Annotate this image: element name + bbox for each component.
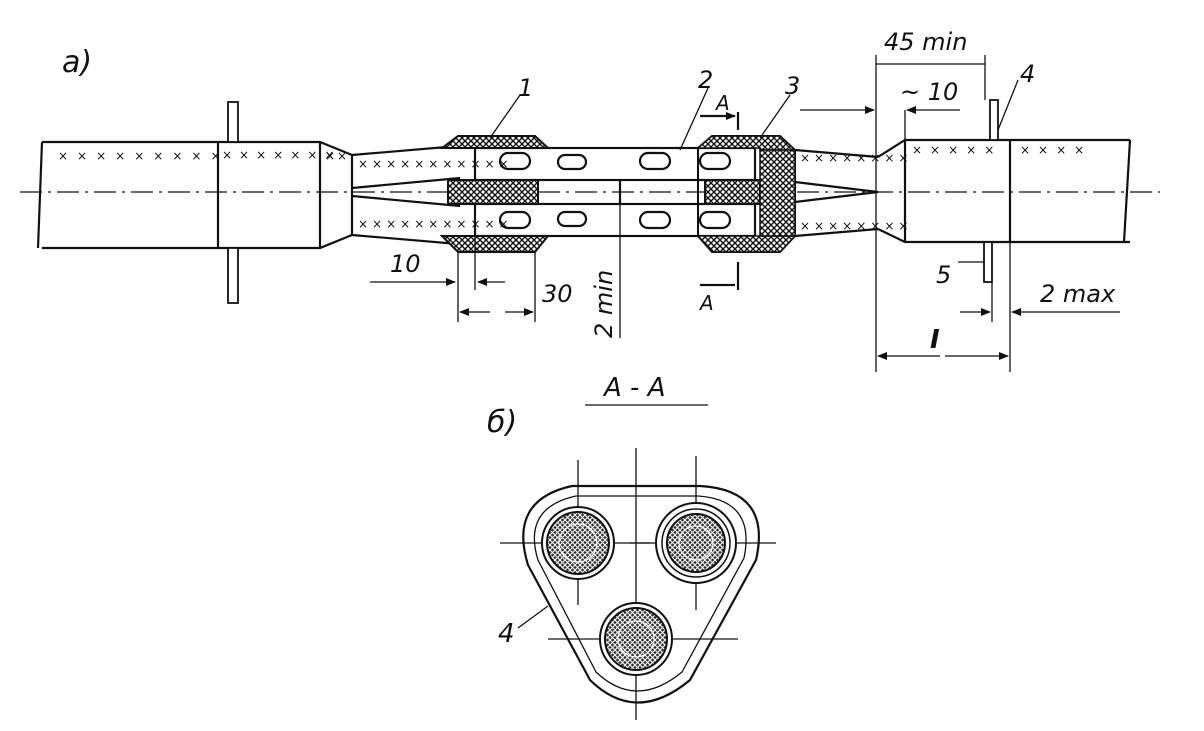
dim-10: 10: [390, 250, 421, 278]
dimension-lines: [370, 55, 1120, 372]
svg-text:××: ××: [325, 149, 349, 163]
section-mark-bottom: A: [698, 291, 714, 315]
dim-30: 30: [542, 280, 573, 308]
callout-4: 4: [1020, 60, 1035, 88]
svg-text:××××××××: ××××××××: [800, 219, 912, 233]
dim-10-approx: ~ 10: [900, 78, 958, 106]
core-3: [599, 602, 673, 676]
callout-leader: [517, 605, 549, 629]
sheath-inner: [533, 495, 747, 692]
dim-2max: 2 max: [1040, 280, 1116, 308]
view-b-callout-4: 4: [498, 619, 515, 649]
view-b: б) А - А: [487, 373, 776, 720]
svg-text:××××: ××××: [1020, 143, 1092, 157]
section-title: А - А: [602, 373, 665, 403]
callout-3: 3: [785, 72, 800, 100]
svg-text:×××××××××××: ×××××××××××: [358, 217, 513, 231]
view-b-label: б): [487, 405, 517, 440]
svg-text:×××××××: ×××××××: [222, 148, 341, 162]
callout-5: 5: [936, 261, 951, 289]
svg-text:×××××××××××: ×××××××××××: [358, 157, 513, 171]
left-cable: ××××××××× ××××××× ××: [36, 140, 354, 250]
sheath-outline: [522, 484, 760, 704]
core-2: [655, 502, 737, 584]
connector-sleeve: [473, 146, 757, 238]
svg-text:×××××: ×××××: [912, 143, 1002, 157]
view-a: ××××××××× ××××××× ×× ××××××××××× ×××××××…: [20, 28, 1160, 372]
dim-I: I: [930, 325, 940, 355]
view-a-label: а): [62, 45, 92, 80]
right-cores: ×××××××× ××××××××: [794, 148, 912, 238]
dim-2min: 2 min: [590, 270, 618, 338]
dim-45min: 45 min: [884, 28, 967, 56]
callout-1: 1: [518, 74, 533, 102]
section-mark-top: A: [714, 91, 730, 115]
insulation-bands: [439, 135, 797, 253]
callout-2: 2: [698, 66, 713, 94]
svg-text:×××××××××: ×××××××××: [58, 149, 230, 163]
right-cable: ××××× ××××: [877, 99, 1132, 283]
left-bracket: [227, 101, 239, 304]
core-centerlines: [500, 448, 776, 720]
core-1: [541, 506, 615, 580]
svg-text:××××××××: ××××××××: [800, 151, 912, 165]
